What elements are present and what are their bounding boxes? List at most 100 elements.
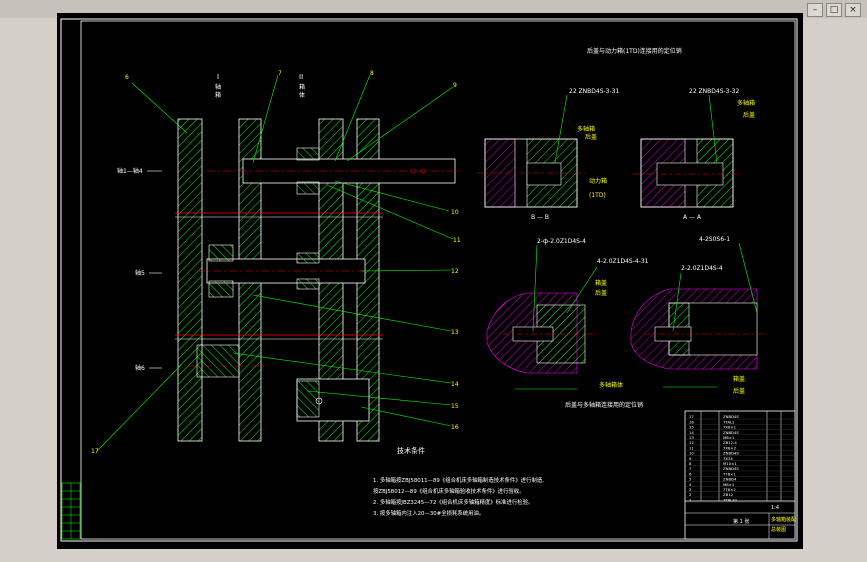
detail-a-a[interactable]: 22 ZNBD4S-3-32 多轴箱 后盖 A — A: [633, 88, 755, 221]
inner-frame: [80, 20, 796, 540]
detail-a-label: 后盖: [743, 111, 755, 119]
shaft-1-hole-a: [410, 168, 416, 174]
title-row-part: ZB12-4: [723, 440, 737, 445]
title-row-part: M10×1: [723, 461, 737, 466]
part-number-11: 11: [453, 237, 461, 244]
axis-label: 轴1—轴4: [117, 167, 143, 175]
title-row-part: ZNBD4: [723, 477, 737, 482]
part-number-6: 6: [125, 74, 129, 81]
section-label: 箱: [215, 91, 221, 99]
tech-title: 技术条件: [397, 446, 425, 455]
title-row-part: 7T8×1: [723, 471, 736, 476]
detail-b-b[interactable]: 22 ZNBD4S-3-31 多轴箱 后盖 动力箱 (1TD) B — B: [477, 88, 619, 221]
tech-line: 1. 多轴箱按ZBJ58011—89《组合机床多轴箱制造技术条件》进行制造,: [373, 476, 544, 484]
detail-b-section: B — B: [531, 214, 549, 221]
detail-a-label: 多轴箱: [737, 99, 755, 107]
gear-2c: [296, 252, 320, 264]
detail-views[interactable]: 后盖与动力箱(1TD)连接用的定位销 22 ZNBD4S-3-31 多轴箱 后盖…: [477, 47, 767, 409]
wall-left: [177, 118, 203, 442]
axis-label: 轴5: [135, 269, 145, 277]
detail-c-label: 箱盖: [595, 279, 607, 287]
detail-c-label: 后盖: [595, 289, 607, 297]
title-row-number: 10: [689, 451, 694, 456]
section-label: II: [299, 73, 303, 81]
title-row-part: 7T8L32: [723, 497, 738, 502]
detail-title: 后盖与动力箱(1TD)连接用的定位销: [587, 47, 682, 55]
part-number-9: 9: [453, 82, 457, 89]
gear-2d: [296, 278, 320, 290]
title-row-part: M8×1: [723, 482, 735, 487]
section-label: 箱: [299, 83, 305, 91]
title-row-number: 12: [689, 440, 694, 445]
tech-line: 按ZBJ58012—89《组合机床多轴箱验收技术条件》进行验收。: [373, 487, 525, 495]
gear-3: [296, 380, 320, 418]
maximize-button[interactable]: □: [826, 3, 842, 17]
title-row-part: 7X34: [723, 456, 733, 461]
block-3: [196, 344, 240, 378]
detail-c-label: 后盖: [733, 387, 745, 395]
drawing-frame: [60, 18, 798, 542]
title-row-part: ZNBD4S: [723, 414, 739, 419]
main-section-view[interactable]: I 轴 箱 II 箱 体 轴1—轴4 轴5 轴6: [117, 73, 461, 442]
detail-c-code: 2-2.0Z1D4S-4: [681, 265, 723, 272]
drawing-sheet[interactable]: I 轴 箱 II 箱 体 轴1—轴4 轴5 轴6: [57, 13, 803, 549]
title-row-number: 7: [689, 466, 692, 471]
title-row-part: 7X8×1: [723, 425, 737, 430]
gear-1b: [296, 181, 320, 195]
title-row-part: ZB12: [723, 492, 734, 497]
leaders: 6 7 8 9 10 11 12 13 14 15 16 17: [91, 70, 461, 455]
detail-b-label: 后盖: [585, 133, 597, 141]
detail-a-section: A — A: [683, 214, 702, 221]
bolt-3: [315, 397, 323, 405]
detail-c-code: 2-ф-2.0Z1D4S-4: [537, 238, 586, 245]
close-button[interactable]: ×: [845, 3, 861, 17]
section-label: I: [217, 73, 219, 81]
detail-c-code: 4-2.0Z1D4S-4-31: [597, 258, 649, 265]
title-drawing-name: 多轴箱装配: [771, 516, 796, 523]
title-row-number: 17: [689, 414, 694, 419]
detail-b-code: 22 ZNBD4S-3-31: [569, 88, 619, 95]
title-row-number: 16: [689, 419, 694, 424]
detail-a-code: 22 ZNBD4S-3-32: [689, 88, 739, 95]
axis-label: 轴6: [135, 364, 145, 372]
part-number-17: 17: [91, 448, 99, 455]
title-row-part: M8×1: [723, 435, 735, 440]
minimize-button[interactable]: –: [807, 3, 823, 17]
detail-pins[interactable]: 2-ф-2.0Z1D4S-4 4-2.0Z1D4S-4-31 2-2.0Z1D4…: [486, 236, 767, 409]
part-number-13: 13: [451, 329, 459, 336]
title-row-part: 7X8×2: [723, 445, 737, 450]
part-number-14: 14: [451, 381, 459, 388]
detail-c-caption: 后盖与多轴箱连接用的定位销: [565, 401, 643, 409]
part-number-7: 7: [278, 70, 282, 77]
tech-line: 2. 多轴箱按JBZ3245—72《组合机床多轴箱精度》标准进行检验。: [373, 498, 533, 506]
title-row-number: 15: [689, 425, 694, 430]
title-row-number: 6: [689, 471, 692, 476]
title-row-number: 3: [689, 487, 692, 492]
title-row-part: ZNBD4S: [723, 466, 739, 471]
title-row-number: 8: [689, 461, 692, 466]
title-drawing-sub: 总装图: [771, 526, 786, 533]
gear-2b: [208, 280, 234, 298]
title-row-number: 2: [689, 492, 692, 497]
title-row-part: 7TAL2: [723, 419, 735, 424]
side-strip: [61, 482, 81, 540]
detail-b-label: 多轴箱: [577, 125, 595, 133]
title-scale: 1:4: [771, 505, 779, 511]
part-number-15: 15: [451, 403, 459, 410]
title-row-part: ZNBD4S: [723, 430, 739, 435]
part-number-16: 16: [451, 424, 459, 431]
gear-2a: [208, 244, 234, 262]
title-row-part: 7T8×2: [723, 487, 736, 492]
section-label: 轴: [215, 83, 221, 91]
section-label: 体: [299, 91, 305, 99]
title-row-number: 14: [689, 430, 694, 435]
detail-c-label: 箱盖: [733, 375, 745, 383]
gear-1a: [296, 147, 320, 161]
tech-requirements: 技术条件 1. 多轴箱按ZBJ58011—89《组合机床多轴箱制造技术条件》进行…: [373, 446, 544, 517]
title-row-part: ZNBD4S: [723, 451, 739, 456]
title-row-number: 13: [689, 435, 694, 440]
part-number-8: 8: [370, 70, 374, 77]
